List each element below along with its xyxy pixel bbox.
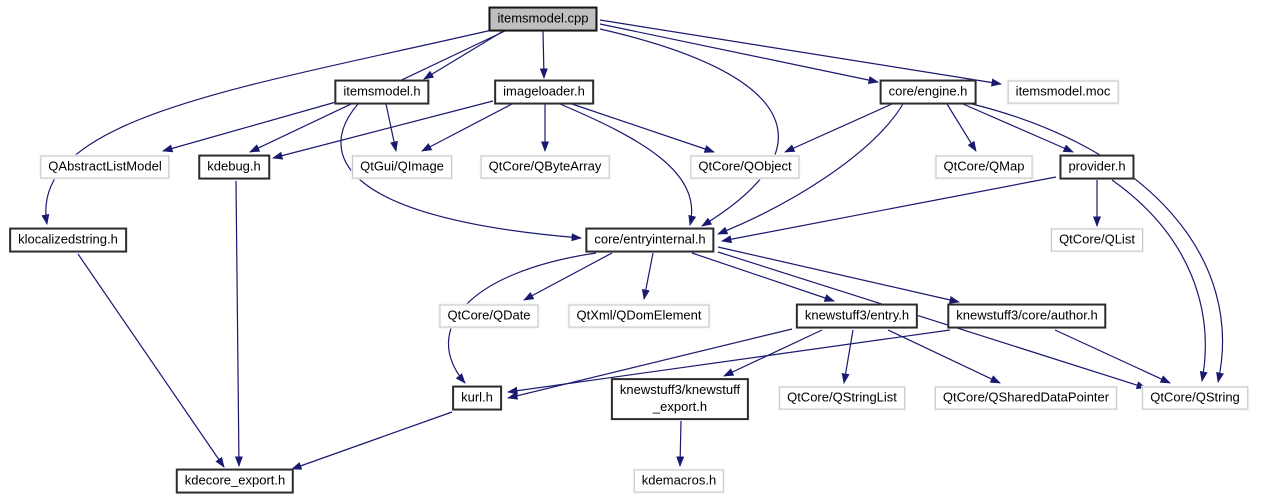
include-edge-kdebug-h--kdecore-export-h: [234, 180, 243, 467]
node-qtcore-qdate: QtCore/QDate: [439, 304, 539, 328]
include-edge-imageloader-h--core-entryinternal-h: [559, 103, 697, 226]
node-klocalizedstring-h[interactable]: klocalizedstring.h: [9, 227, 127, 253]
node-kurl-h[interactable]: kurl.h: [452, 385, 502, 411]
include-edge-itemsmodel-cpp--core-engine-h: [599, 23, 879, 84]
include-edge-core-entryinternal-h--knewstuff3-entry-h: [691, 252, 835, 302]
node-provider-h[interactable]: provider.h: [1059, 154, 1135, 180]
include-edge-kurl-h--kdecore-export-h: [291, 411, 453, 470]
node-itemsmodel-moc: itemsmodel.moc: [1007, 80, 1119, 104]
node-qtcore-qstring: QtCore/QString: [1142, 386, 1248, 410]
include-edge-itemsmodel-h--core-entryinternal-h: [340, 103, 582, 242]
include-edge-core-engine-h--provider-h: [962, 103, 1074, 153]
include-edge-core-engine-h--qtcore-qobject: [784, 103, 893, 153]
node-qabstractlistmodel: QAbstractListModel: [40, 155, 170, 179]
include-edge-knewstuff3-entry-h--qtcore-qshareddatapointer: [887, 329, 1001, 384]
node-imageloader-h[interactable]: imageloader.h: [494, 79, 594, 105]
include-edge-knewstuff3-entry-h--qtcore-qstringlist: [841, 329, 854, 384]
node-qtgui-qimage: QtGui/QImage: [352, 155, 452, 179]
include-edge-core-entryinternal-h--qtxml-qdomelement: [641, 252, 654, 300]
node-core-entryinternal-h[interactable]: core/entryinternal.h: [585, 227, 715, 253]
include-edge-itemsmodel-cpp--itemsmodel-h: [423, 29, 506, 80]
include-edge-core-engine-h--core-entryinternal-h: [717, 103, 904, 235]
include-edge-core-entryinternal-h--knewstuff3-core-author-h: [717, 246, 960, 304]
include-edge-provider-h--core-entryinternal-h: [721, 176, 1057, 244]
include-edge-core-entryinternal-h--qtcore-qdate: [523, 252, 613, 301]
include-edge-itemsmodel-cpp--itemsmodel-moc: [599, 19, 1002, 87]
node-core-engine-h[interactable]: core/engine.h: [879, 79, 977, 105]
node-qtxml-qdomelement: QtXml/QDomElement: [568, 304, 710, 328]
include-edge-imageloader-h--qtgui-qimage: [421, 103, 513, 152]
node-kdemacros-h: kdemacros.h: [633, 469, 725, 493]
node-kdebug-h[interactable]: kdebug.h: [198, 154, 270, 180]
include-edge-provider-h--qtcore-qstring: [1111, 179, 1208, 382]
include-edge-itemsmodel-h--qabstractlistmodel: [162, 101, 337, 153]
node-qtcore-qbytearray: QtCore/QByteArray: [480, 155, 610, 179]
include-edge-imageloader-h--qtcore-qobject: [571, 103, 715, 153]
include-edge-knewstuff3-entry-h--kurl-h: [507, 328, 793, 400]
node-itemsmodel-cpp: itemsmodel.cpp: [488, 6, 598, 32]
node-qtcore-qlist: QtCore/QList: [1051, 228, 1143, 252]
node-kdecore-export-h[interactable]: kdecore_export.h: [175, 468, 295, 494]
include-edge-knewstuff3-entry-h--knewstuff3-knewstuff-export-h: [723, 329, 823, 377]
include-edge-itemsmodel-cpp--imageloader-h: [539, 29, 548, 79]
include-edge-core-engine-h--qtcore-qmap: [946, 103, 977, 152]
node-knewstuff3-entry-h[interactable]: knewstuff3/entry.h: [795, 303, 919, 329]
include-edge-core-engine-h--qtcore-qstring: [971, 103, 1224, 383]
include-edge-core-entryinternal-h--qtcore-qstring: [717, 251, 1147, 389]
include-edge-knewstuff3-core-author-h--qtcore-qstring: [1054, 329, 1171, 384]
include-edge-itemsmodel-cpp--klocalizedstring-h: [41, 29, 493, 225]
node-qtcore-qobject: QtCore/QObject: [690, 155, 800, 179]
include-edge-knewstuff3-core-author-h--kurl-h: [507, 329, 951, 395]
include-edge-knewstuff3-knewstuff-export-h--kdemacros-h: [676, 420, 685, 467]
node-knewstuff3-core-author-h[interactable]: knewstuff3/core/author.h: [947, 303, 1107, 329]
include-edge-imageloader-h--kdebug-h: [272, 100, 494, 160]
node-qtcore-qshareddatapointer: QtCore/QSharedDataPointer: [934, 386, 1118, 410]
node-itemsmodel-h[interactable]: itemsmodel.h: [334, 79, 430, 105]
include-edge-itemsmodel-cpp--core-entryinternal-h: [599, 28, 779, 227]
node-qtcore-qstringlist: QtCore/QStringList: [779, 386, 905, 410]
include-edge-klocalizedstring-h--kdecore-export-h: [77, 253, 225, 468]
node-knewstuff3-knewstuff-export-h[interactable]: knewstuff3/knewstuff _export.h: [610, 378, 750, 420]
node-qtcore-qmap: QtCore/QMap: [935, 155, 1033, 179]
